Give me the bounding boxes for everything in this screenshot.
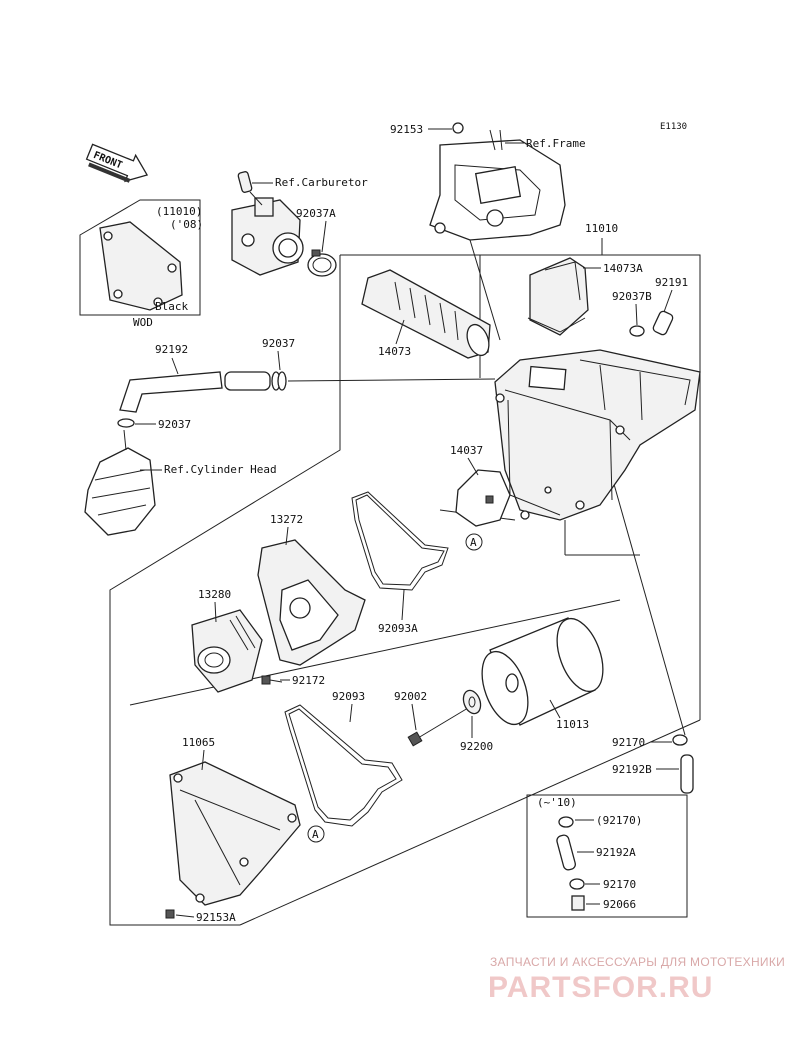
label-year-08: ('08) bbox=[170, 218, 203, 231]
label-11010: 11010 bbox=[585, 222, 618, 235]
cover-14037 bbox=[455, 469, 511, 527]
drain-hose-92192b bbox=[680, 754, 694, 794]
label-ref-cylinder-head: Ref.Cylinder Head bbox=[164, 463, 277, 476]
label-92192: 92192 bbox=[155, 343, 188, 356]
label-ref-frame: Ref.Frame bbox=[526, 137, 586, 150]
inset-label-92066: 92066 bbox=[603, 898, 636, 911]
bolt-92002 bbox=[407, 707, 469, 747]
inset-label-92192a: 92192A bbox=[596, 846, 636, 859]
clamp-92170 bbox=[672, 734, 688, 746]
watermark-tagline: ЗАПЧАСТИ И АКСЕССУАРЫ ДЛЯ МОТОТЕХНИКИ bbox=[490, 955, 785, 969]
washer-92200 bbox=[462, 689, 482, 715]
screw-92172 bbox=[261, 675, 283, 685]
label-92192b: 92192B bbox=[612, 763, 652, 776]
label-92037-top: 92037 bbox=[262, 337, 295, 350]
label-14073: 14073 bbox=[378, 345, 411, 358]
inset-label-92170: 92170 bbox=[603, 878, 636, 891]
breather-hose-92192 bbox=[119, 371, 287, 413]
label-92170: 92170 bbox=[612, 736, 645, 749]
label-92172: 92172 bbox=[292, 674, 325, 687]
clamp-92037 bbox=[117, 418, 135, 428]
holder-13272 bbox=[257, 539, 366, 666]
intake-duct-14073 bbox=[361, 269, 491, 359]
assembly-outline bbox=[109, 254, 701, 926]
label-13280: 13280 bbox=[198, 588, 231, 601]
inset-box-08 bbox=[79, 199, 201, 316]
holder-13280 bbox=[191, 609, 263, 693]
label-92002: 92002 bbox=[394, 690, 427, 703]
label-11010-inset: (11010) bbox=[156, 205, 202, 218]
label-92093a: 92093A bbox=[378, 622, 418, 635]
frame-reference bbox=[429, 122, 566, 341]
gasket-92093 bbox=[284, 704, 403, 827]
label-92037a: 92037A bbox=[296, 207, 336, 220]
callout-a-upper-text: A bbox=[470, 536, 477, 549]
label-92153: 92153 bbox=[390, 123, 423, 136]
label-92037-mid: 92037 bbox=[158, 418, 191, 431]
label-14037: 14037 bbox=[450, 444, 483, 457]
airbox-cover-11065 bbox=[169, 761, 301, 906]
airbox-housing bbox=[494, 349, 701, 521]
cylinder-head-reference bbox=[84, 429, 156, 536]
front-arrow-icon: FRONT bbox=[85, 143, 149, 183]
label-11013: 11013 bbox=[556, 718, 589, 731]
label-14073a: 14073A bbox=[603, 262, 643, 275]
label-11065: 11065 bbox=[182, 736, 215, 749]
watermark: ЗАПЧАСТИ И АКСЕССУАРЫ ДЛЯ МОТОТЕХНИКИ PA… bbox=[488, 955, 785, 1004]
label-92153a: 92153A bbox=[196, 911, 236, 924]
gasket-92093a bbox=[351, 491, 449, 591]
inset-years-label: (~'10) bbox=[537, 796, 577, 809]
inset-label-92170-paren: (92170) bbox=[596, 814, 642, 827]
label-92037b: 92037B bbox=[612, 290, 652, 303]
label-92200: 92200 bbox=[460, 740, 493, 753]
clamp-92037b bbox=[629, 325, 645, 337]
callout-a-upper: A bbox=[465, 533, 483, 551]
label-13272: 13272 bbox=[270, 513, 303, 526]
carburetor-reference bbox=[231, 171, 304, 276]
diagram-code: E1130 bbox=[660, 122, 687, 132]
watermark-brand: PARTSFOR.RU bbox=[488, 971, 713, 1004]
bolt-92153a bbox=[165, 909, 175, 919]
label-92093: 92093 bbox=[332, 690, 365, 703]
callout-a-lower: A bbox=[307, 825, 325, 843]
hose-92191 bbox=[652, 310, 674, 336]
label-92191: 92191 bbox=[655, 276, 688, 289]
label-black: Black bbox=[155, 300, 188, 313]
clamp-92037a bbox=[307, 249, 337, 277]
callout-a-lower-text: A bbox=[312, 828, 319, 841]
inset-box-10 bbox=[526, 794, 688, 918]
duct-14073a bbox=[527, 257, 589, 336]
air-filter-element-11013 bbox=[481, 617, 604, 726]
label-ref-carburetor: Ref.Carburetor bbox=[275, 176, 368, 189]
label-wod: WOD bbox=[133, 316, 153, 329]
